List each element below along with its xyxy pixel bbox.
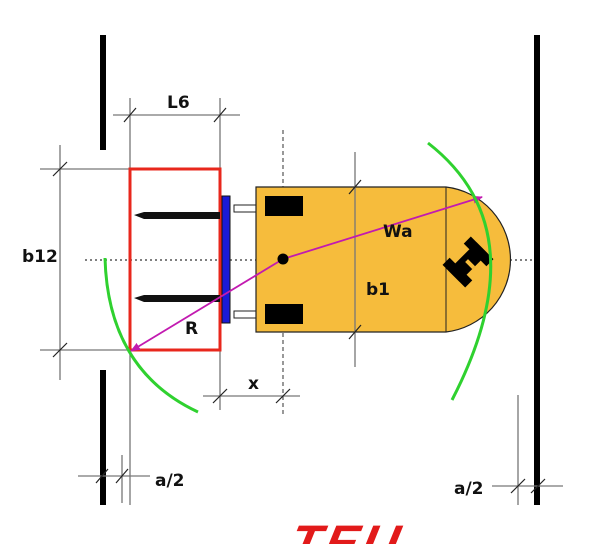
a-half-right-label: a/2 [454,479,484,499]
x-dimension [203,388,300,404]
a-half-left-label: a/2 [155,471,185,491]
steering-h-icon [442,236,494,288]
clearance-arc-left [103,257,199,414]
b1-dimension [348,152,362,367]
wheel-lower [265,304,303,324]
b12-label: b12 [22,247,58,267]
radius-r-line [130,258,284,352]
b12-dimension [40,145,130,380]
l6-label: L6 [167,93,190,113]
fork-upper [134,212,220,219]
r-label: R [185,319,198,339]
connector-upper [233,204,257,213]
teu-logo: TEU [285,515,409,544]
mast [221,195,231,324]
x-label: x [248,374,259,394]
radius-wa-line [282,195,483,260]
connector-lower [233,310,257,319]
load-outline [128,167,222,352]
clearance-arc-right [427,141,493,401]
a-half-right-dimension [492,395,563,505]
wa-label: Wa [383,222,413,242]
right-wall [534,35,540,505]
left-wall-lower [100,370,106,505]
fork-lower [134,295,220,302]
b1-label: b1 [366,280,390,300]
turning-center-dot [277,253,289,265]
a-half-left-dimension [78,455,150,503]
left-wall-upper [100,35,106,150]
wheel-upper [265,196,303,216]
